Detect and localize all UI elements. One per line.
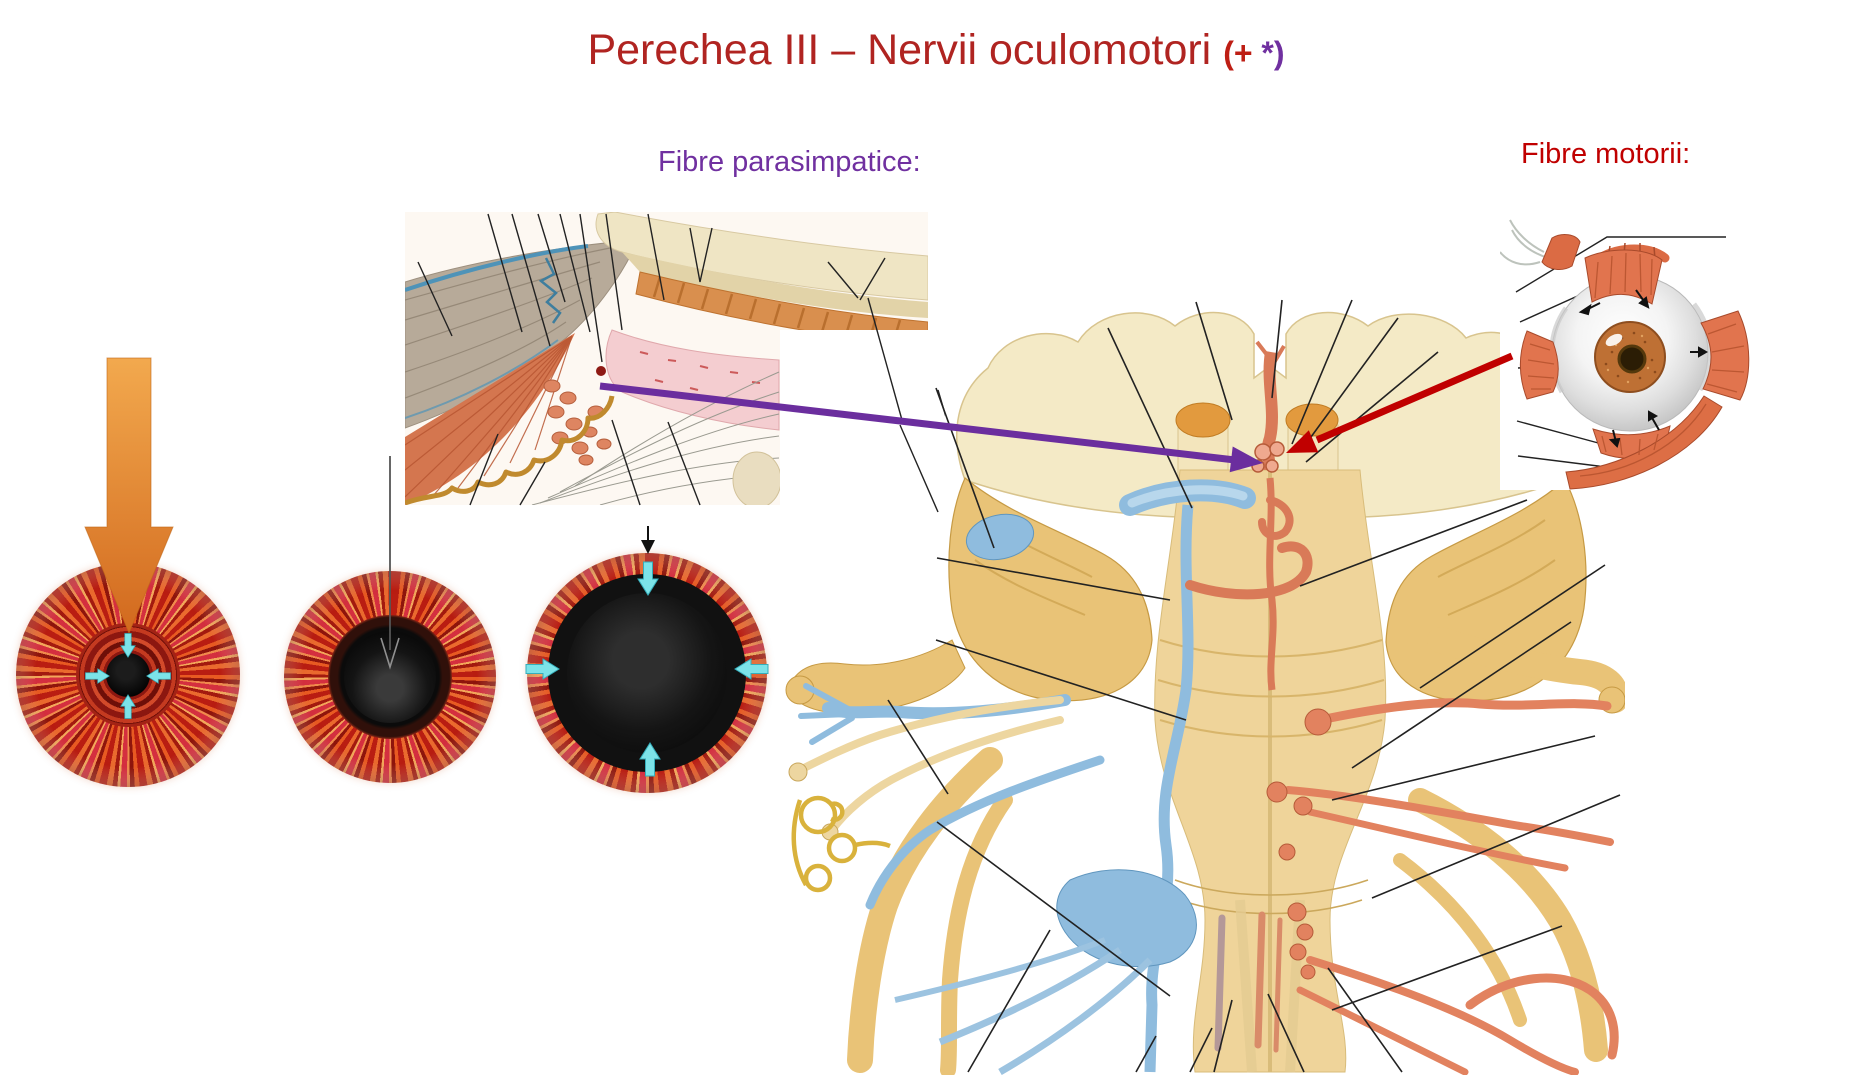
eyeball-figure [1500,190,1760,490]
ciliary-section-figure [405,212,945,513]
iris-constricted [16,563,240,787]
brainstem-figure [785,299,1625,1075]
ciliary-section-strip [780,212,928,330]
iris-dilated [527,553,767,793]
eyeball-pupil [1617,344,1647,374]
iris-constricted-pupil [106,653,150,697]
blue-vessels [798,479,1256,1075]
basilar-artery [1185,340,1313,691]
left-orange-oval [1175,402,1231,438]
label-fibre-motorii: Fibre motorii: [1521,138,1691,170]
iris-intermediate [284,571,496,783]
extraocular-muscles [1519,249,1750,490]
title-suffix-red: (+ [1223,35,1262,71]
right-orange-oval [1285,403,1339,437]
brainstem-leader-lines [887,299,1621,1073]
cochlea-labyrinth [791,795,891,893]
sphincter-dot [596,366,606,376]
ciliary-section-main [405,212,780,505]
label-fibre-parasimpatice: Fibre parasimpatice: [658,146,921,178]
iris-dilated-pupil [567,593,727,753]
title-text: Perechea III – Nervii oculomotori [587,26,1224,74]
muscle-direction-arrows [1578,289,1709,448]
page-title: Perechea III – Nervii oculomotori (+ *) [0,26,1872,75]
right-nerve-roots [1214,698,1619,1075]
left-nerve-roots [796,696,1064,834]
iris-intermediate-pupil [344,631,436,723]
title-suffix-purple: *) [1261,35,1285,71]
black-tip-arrow [641,526,655,554]
